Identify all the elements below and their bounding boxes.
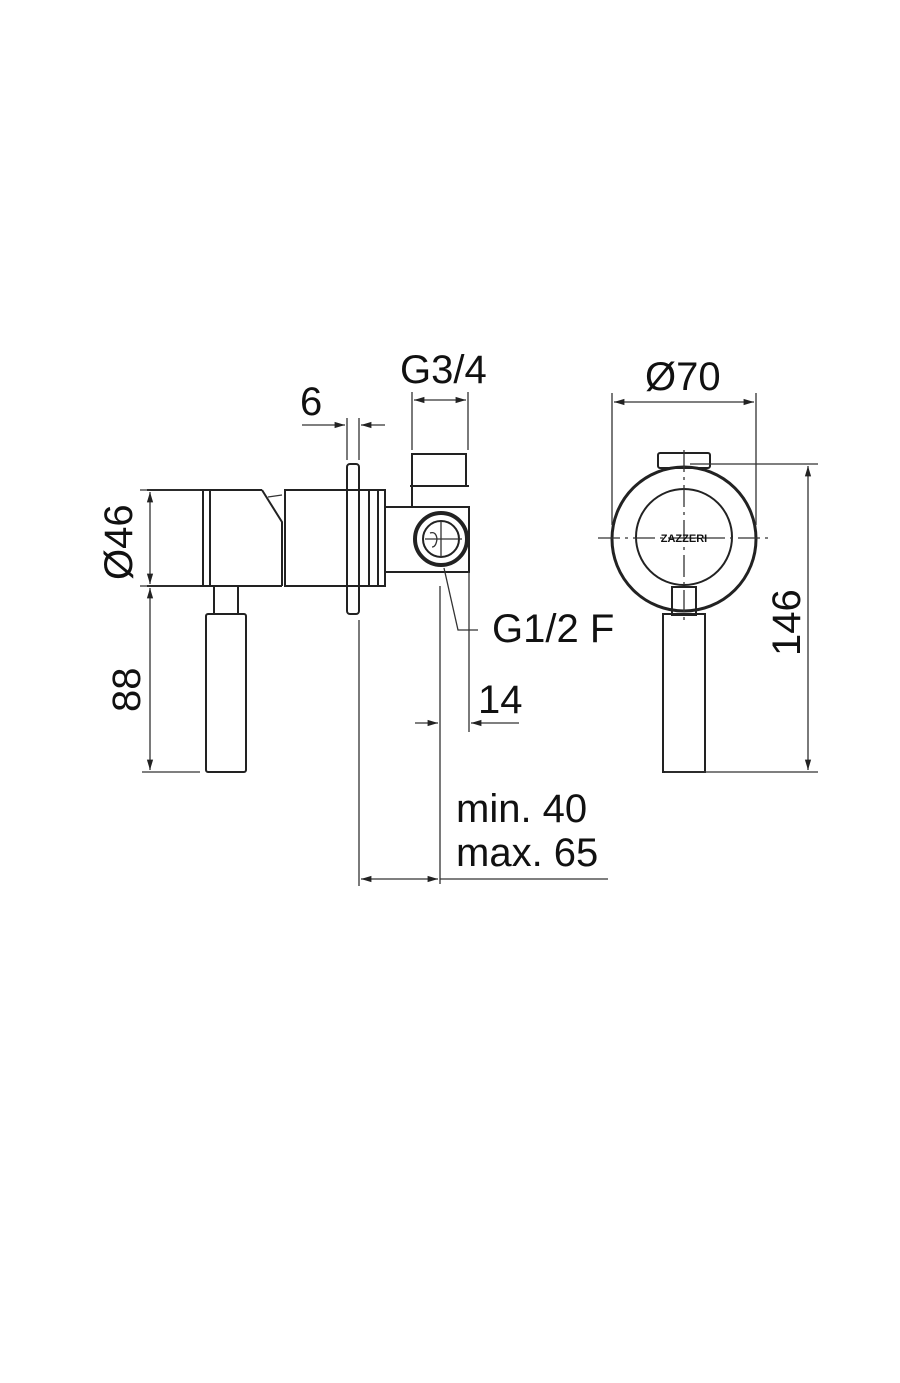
valve-body <box>384 453 470 573</box>
label-depth-min: min. 40 <box>456 787 587 831</box>
dim-plate-diameter: Ø70 <box>611 355 757 525</box>
label-side-connection: G1/2 F <box>492 607 614 651</box>
dim-total-height: 146 <box>665 463 818 773</box>
dim-side-connection: G1/2 F <box>443 567 614 651</box>
label-total-height: 146 <box>765 589 809 656</box>
label-depth-max: max. 65 <box>456 831 598 875</box>
brand-logo: ZAZZERI <box>661 533 707 545</box>
dim-handle-diameter: Ø46 <box>97 489 200 587</box>
lever <box>205 585 247 773</box>
label-top-connection: G3/4 <box>400 348 487 392</box>
front-view: ZAZZERI <box>598 450 770 773</box>
handle-body <box>147 489 386 587</box>
label-offset: 14 <box>478 678 523 722</box>
label-lever-length: 88 <box>105 668 149 713</box>
dim-lever-length: 88 <box>105 588 200 773</box>
dim-top-connection: G3/4 <box>400 348 487 450</box>
label-flange-thickness: 6 <box>300 380 322 424</box>
dim-offset: 14 <box>415 572 523 884</box>
label-plate-diameter: Ø70 <box>645 355 721 399</box>
dim-flange-thickness: 6 <box>300 380 385 460</box>
flange <box>346 463 360 615</box>
dim-install-depth: min. 40 max. 65 <box>358 620 608 886</box>
side-view <box>147 453 470 773</box>
label-handle-diameter: Ø46 <box>97 504 141 580</box>
